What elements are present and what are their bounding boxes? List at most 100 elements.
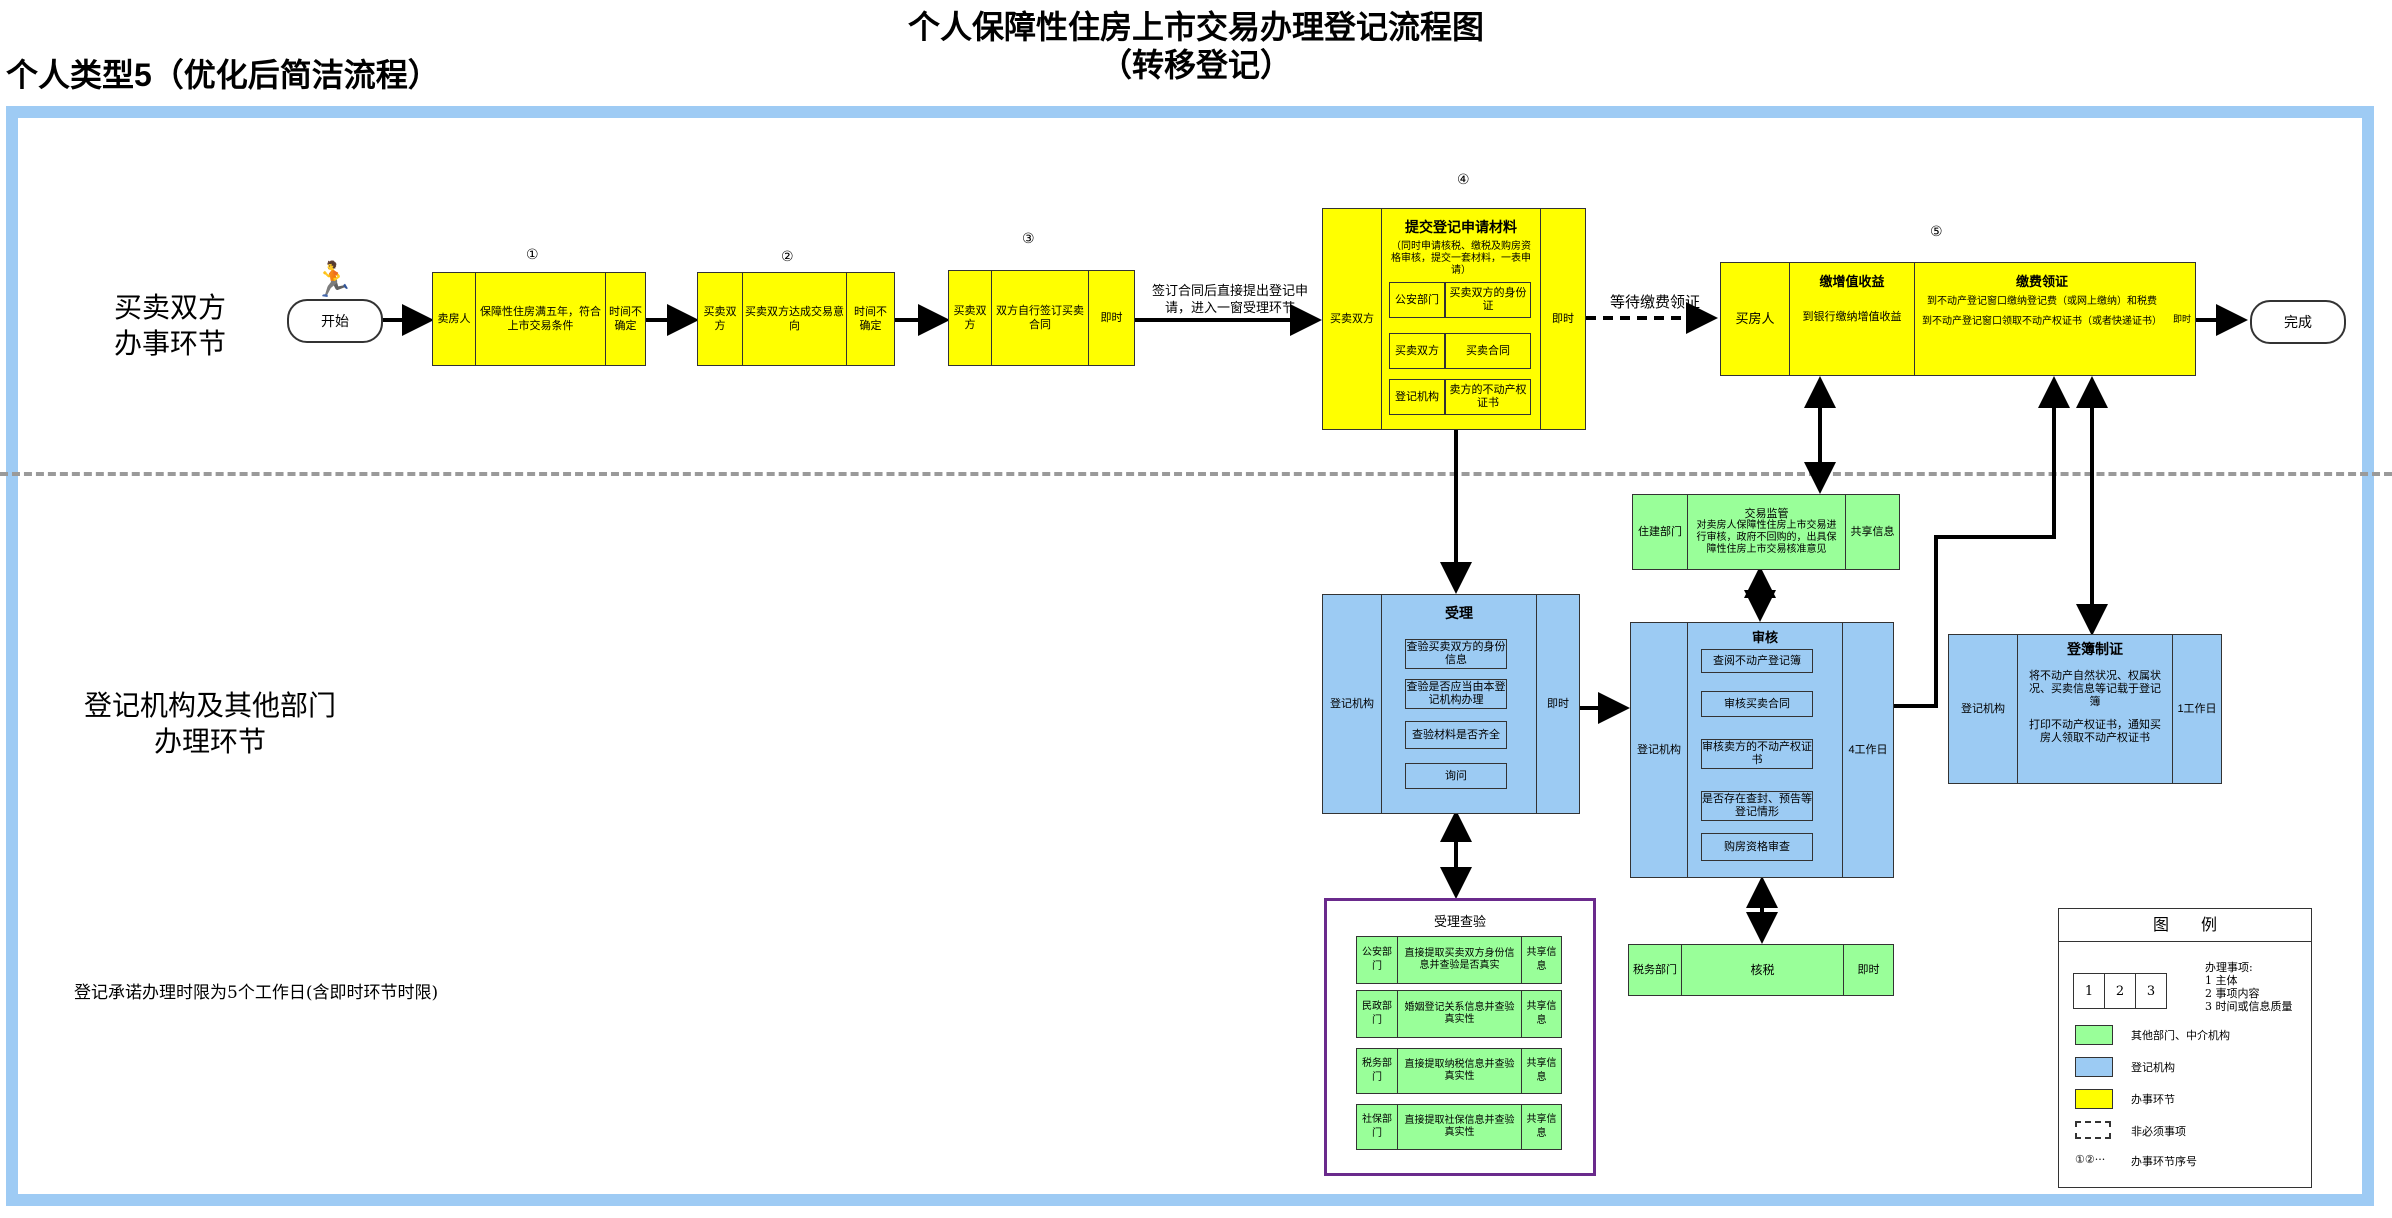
review-box: 登记机构 审核 4工作日 查阅不动产登记簿 审核买卖合同 审核卖方的不动产权证书… xyxy=(1630,622,1894,878)
step-3-subject: 买卖双方 xyxy=(953,305,987,331)
promise-note: 登记承诺办理时限为5个工作日(含即时环节时限) xyxy=(74,983,439,1003)
verify-row-3-dept: 税务部门 xyxy=(1362,1058,1392,1083)
review-heading: 审核 xyxy=(1751,630,1778,645)
tax-content: 核税 xyxy=(1681,945,1843,995)
legend-matter-3: 3 时间或信息质量 xyxy=(2205,1000,2293,1013)
review-item-1: 查阅不动产登记簿 xyxy=(1701,649,1813,673)
step-5-part-b-text-1: 到不动产登记窗口缴纳登记费（或网上缴纳）和税费 xyxy=(1927,296,2157,307)
step-5-time: 即时 xyxy=(2172,314,2191,324)
verify-row-4-content: 直接提取社保信息并查验真实性 xyxy=(1397,1105,1521,1149)
step-4-box: 买卖双方 提交登记申请材料 （同时申请核税、缴税及购房资格审核，提交一套材料，一… xyxy=(1322,208,1586,430)
verify-row-1-dept: 公安部门 xyxy=(1362,947,1392,972)
legend-cell-2: 2 xyxy=(2104,974,2135,1008)
step-4-note: （同时申请核税、缴税及购房资格审核，提交一套材料，一表申请） xyxy=(1391,241,1531,276)
legend-yellow-label: 办事环节 xyxy=(2131,1093,2175,1106)
step-1-time: 时间不确定 xyxy=(605,273,645,365)
runner-icon: 🏃 xyxy=(312,261,355,299)
lane-label-parties: 买卖双方 办事环节 xyxy=(113,292,226,359)
step-number-4: ④ xyxy=(1457,171,1470,187)
review-item-3: 审核卖方的不动产权证书 xyxy=(1701,739,1813,769)
step-3-time: 即时 xyxy=(1088,271,1134,365)
accept-time: 即时 xyxy=(1547,698,1569,710)
accept-item-1: 查验买卖双方的身份信息 xyxy=(1405,639,1507,669)
arrow-label-wait: 等待缴费领证 xyxy=(1609,294,1700,311)
step-5-subject: 买房人 xyxy=(1735,311,1775,326)
accept-heading: 受理 xyxy=(1445,605,1473,621)
verify-row-4-dept: 社保部门 xyxy=(1362,1114,1392,1139)
record-time: 1工作日 xyxy=(2177,703,2217,715)
review-item-5: 购房资格审查 xyxy=(1701,833,1813,861)
step-5-part-a-text: 到银行缴纳增值收益 xyxy=(1802,311,1902,323)
accept-subject: 登记机构 xyxy=(1330,698,1374,710)
start-node: 开始 xyxy=(287,299,383,343)
review-time: 4工作日 xyxy=(1848,744,1888,756)
verify-row-2-dept: 民政部门 xyxy=(1362,1001,1392,1026)
step-4-row-3-dept: 登记机构 xyxy=(1389,379,1445,415)
tax-time: 即时 xyxy=(1843,945,1893,995)
lane-label-agencies: 登记机构及其他部门 办理环节 xyxy=(83,690,336,757)
supervise-heading: 交易监管 xyxy=(1744,508,1789,520)
step-2-content: 买卖双方达成交易意向 xyxy=(742,273,846,365)
step-2-subject: 买卖双方 xyxy=(703,306,737,332)
step-5-part-b-text-2: 到不动产登记窗口领取不动产权证书（或者快递证书） xyxy=(1922,316,2162,327)
step-5-box: 买房人 缴增值收益 到银行缴纳增值收益 缴费领证 到不动产登记窗口缴纳登记费（或… xyxy=(1720,262,2196,376)
legend-seq-symbol: ①②··· xyxy=(2075,1153,2106,1166)
step-number-3: ③ xyxy=(1022,230,1035,246)
step-5-part-a-heading: 缴增值收益 xyxy=(1819,274,1885,289)
step-4-row-1-item: 买卖双方的身份证 xyxy=(1445,282,1531,318)
legend-matter-1: 1 主体 xyxy=(2205,974,2238,987)
step-4-row-2-item: 买卖合同 xyxy=(1445,333,1531,369)
step-4-time: 即时 xyxy=(1552,313,1574,325)
step-5-part-b-heading: 缴费领证 xyxy=(2015,274,2068,289)
lane-divider xyxy=(0,472,2392,476)
page-title: 个人保障性住房上市交易办理登记流程图 xyxy=(907,9,1484,45)
legend: 图 例 1 2 3 办理事项: 1 主体 2 事项内容 3 时间或信息质量 其他… xyxy=(2058,908,2312,1188)
record-heading: 登簿制证 xyxy=(2067,641,2123,657)
step-4-subject: 买卖双方 xyxy=(1330,313,1374,325)
verify-row: 公安部门 直接提取买卖双方身份信息并查验是否真实 共享信息 xyxy=(1356,936,1562,984)
step-4-row-1-dept: 公安部门 xyxy=(1389,282,1445,318)
legend-cell-3: 3 xyxy=(2135,974,2166,1008)
verify-row-3-content: 直接提取纳税信息并查验真实性 xyxy=(1397,1049,1521,1093)
review-item-4: 是否存在查封、预告等登记情形 xyxy=(1701,791,1813,821)
step-number-5: ⑤ xyxy=(1930,223,1943,239)
step-3-content: 双方自行签订买卖合同 xyxy=(991,271,1088,365)
supervise-text: 对卖房人保障性住房上市交易进行审核，政府不回购的，出具保障性住房上市交易核准意见 xyxy=(1696,520,1837,555)
arrow-label-submit: 签订合同后直接提出登记申请，进入一窗受理环节 xyxy=(1151,283,1308,315)
legend-swatch-dashed xyxy=(2075,1121,2111,1139)
verify-row: 民政部门 婚姻登记关系信息并查验真实性 共享信息 xyxy=(1356,990,1562,1038)
step-1-subject: 卖房人 xyxy=(437,313,471,325)
diagram-frame xyxy=(6,106,2374,1206)
legend-seq-label: 办事环节序号 xyxy=(2131,1155,2197,1168)
step-2-box: 买卖双方 买卖双方达成交易意向 时间不确定 xyxy=(697,272,895,366)
page-subtitle: （转移登记） xyxy=(1099,47,1292,83)
legend-matter-2: 2 事项内容 xyxy=(2205,987,2260,1000)
accept-box: 登记机构 受理 即时 查验买卖双方的身份信息 查验是否应当由本登记机构办理 查验… xyxy=(1322,594,1580,814)
verify-row-4-share: 共享信息 xyxy=(1521,1105,1561,1149)
tax-dept: 税务部门 xyxy=(1633,964,1677,976)
legend-dashed-label: 非必须事项 xyxy=(2131,1125,2186,1138)
verify-row-2-content: 婚姻登记关系信息并查验真实性 xyxy=(1397,991,1521,1037)
legend-swatch-yellow xyxy=(2075,1089,2113,1109)
accept-item-2: 查验是否应当由本登记机构办理 xyxy=(1405,679,1507,709)
legend-swatch-green xyxy=(2075,1025,2113,1045)
record-box: 登记机构 登簿制证 将不动产自然状况、权属状况、买卖信息等记载于登记簿 打印不动… xyxy=(1948,634,2222,784)
verify-row-3-share: 共享信息 xyxy=(1521,1049,1561,1093)
process-type-label: 个人类型5（优化后简洁流程） xyxy=(6,57,440,93)
step-4-heading: 提交登记申请材料 xyxy=(1405,219,1517,235)
step-number-1: ① xyxy=(526,246,539,262)
legend-swatch-blue xyxy=(2075,1057,2113,1077)
verify-row-1-content: 直接提取买卖双方身份信息并查验是否真实 xyxy=(1397,937,1521,983)
record-subject: 登记机构 xyxy=(1961,703,2005,715)
record-text-1: 将不动产自然状况、权属状况、买卖信息等记载于登记簿 xyxy=(2029,670,2161,708)
step-4-row-3-item: 卖方的不动产权证书 xyxy=(1445,379,1531,415)
step-1-box: 卖房人 保障性住房满五年，符合上市交易条件 时间不确定 xyxy=(432,272,646,366)
supervise-share: 共享信息 xyxy=(1845,495,1899,569)
supervise-dept: 住建部门 xyxy=(1638,526,1682,538)
tax-box: 税务部门 核税 即时 xyxy=(1628,944,1894,996)
step-number-2: ② xyxy=(781,248,794,264)
verify-heading: 受理查验 xyxy=(1433,914,1486,929)
verify-row-2-share: 共享信息 xyxy=(1521,991,1561,1037)
accept-item-4: 询问 xyxy=(1405,763,1507,789)
step-2-time: 时间不确定 xyxy=(846,273,894,365)
